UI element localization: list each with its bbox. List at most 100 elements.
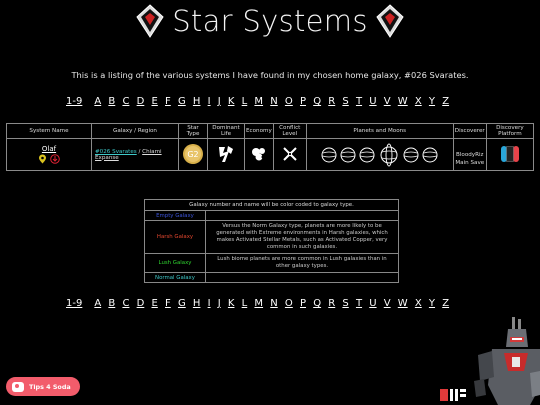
- alpha-link[interactable]: W: [397, 96, 408, 107]
- emblem-icon: [136, 4, 164, 38]
- planet-icon: [340, 147, 356, 162]
- galaxy-legend: Galaxy number and name will be color cod…: [144, 199, 399, 283]
- alpha-link[interactable]: D: [136, 298, 145, 309]
- alpha-link[interactable]: R: [328, 96, 336, 107]
- alpha-link[interactable]: I: [207, 96, 211, 107]
- system-name-link[interactable]: Olaf: [41, 145, 57, 153]
- galaxy-link[interactable]: #026 Svarates: [95, 148, 137, 155]
- alpha-link[interactable]: Q: [313, 298, 322, 309]
- alpha-link[interactable]: C: [122, 96, 130, 107]
- discoverer-name: BloodyRiz Main Save: [455, 151, 485, 166]
- planet-icon: [321, 147, 337, 162]
- legend-row: Normal Galaxy: [145, 273, 398, 282]
- alpha-link[interactable]: P: [299, 96, 307, 107]
- alpha-link[interactable]: S: [342, 298, 349, 309]
- legend-name: Normal Galaxy: [145, 273, 206, 282]
- download-icon[interactable]: [50, 154, 60, 164]
- alpha-link[interactable]: G: [177, 298, 186, 309]
- alpha-link[interactable]: A: [94, 96, 102, 107]
- alpha-link[interactable]: L: [241, 298, 248, 309]
- alpha-nav-bottom: 1-9 A B C D E F G H I J K L M N O P Q R …: [66, 298, 486, 309]
- alpha-link[interactable]: B: [108, 96, 116, 107]
- alpha-link[interactable]: I: [207, 298, 211, 309]
- legend-name: Lush Galaxy: [145, 254, 206, 272]
- alpha-link[interactable]: J: [217, 96, 221, 107]
- alpha-link[interactable]: K: [227, 96, 235, 107]
- alpha-link[interactable]: T: [355, 96, 363, 107]
- gek-life-icon: [219, 145, 233, 162]
- alpha-link[interactable]: A: [94, 298, 102, 309]
- alpha-link[interactable]: C: [122, 298, 130, 309]
- alpha-link[interactable]: E: [151, 298, 158, 309]
- star-type-label: G2: [187, 150, 198, 159]
- intro-text: This is a listing of the various systems…: [71, 70, 469, 80]
- location-pin-icon[interactable]: [38, 154, 47, 164]
- alpha-link[interactable]: Z: [442, 298, 450, 309]
- alpha-link[interactable]: Z: [442, 96, 450, 107]
- col-header: Planets and Moons: [305, 123, 454, 139]
- col-header: Galaxy / Region: [91, 123, 179, 139]
- alpha-link[interactable]: F: [165, 96, 171, 107]
- alpha-link[interactable]: S: [342, 96, 349, 107]
- alpha-link[interactable]: N: [270, 298, 278, 309]
- alpha-link[interactable]: J: [217, 298, 221, 309]
- alpha-link[interactable]: W: [397, 298, 408, 309]
- alpha-nav-top: 1-9 A B C D E F G H I J K L M N O P Q R …: [66, 96, 486, 107]
- alpha-link[interactable]: Y: [428, 96, 436, 107]
- platform-cell: [485, 138, 535, 171]
- col-header: Dominant Life: [207, 123, 245, 139]
- alpha-link[interactable]: M: [254, 96, 264, 107]
- region-link[interactable]: Chiami Expanse: [95, 148, 162, 161]
- ringed-planet-icon: [380, 143, 398, 166]
- alpha-link[interactable]: Q: [313, 96, 322, 107]
- conflict-icon: [283, 146, 297, 161]
- brand-logo-icon: [440, 389, 466, 401]
- table-row: Olaf #026 Svarates / Chiami Expanse G2: [6, 138, 535, 171]
- alpha-link[interactable]: E: [151, 96, 158, 107]
- soda-cup-icon: [12, 381, 24, 392]
- alpha-link[interactable]: U: [369, 96, 377, 107]
- alpha-link[interactable]: D: [136, 96, 145, 107]
- alpha-link[interactable]: M: [254, 298, 264, 309]
- alpha-link[interactable]: F: [165, 298, 171, 309]
- legend-name: Empty Galaxy: [145, 211, 206, 220]
- life-cell: [207, 138, 245, 171]
- alpha-link[interactable]: V: [383, 298, 391, 309]
- systems-table: System Name Galaxy / Region Star Type Do…: [6, 123, 535, 171]
- alpha-link[interactable]: B: [108, 298, 116, 309]
- alpha-link[interactable]: O: [284, 96, 293, 107]
- alpha-link[interactable]: O: [284, 298, 293, 309]
- legend-desc: [206, 211, 398, 220]
- legend-name: Harsh Galaxy: [145, 221, 206, 253]
- alpha-link[interactable]: R: [328, 298, 336, 309]
- alpha-link[interactable]: G: [177, 96, 186, 107]
- alpha-link[interactable]: K: [227, 298, 235, 309]
- alpha-link[interactable]: V: [383, 96, 391, 107]
- alpha-link[interactable]: X: [414, 96, 422, 107]
- alpha-link[interactable]: H: [192, 96, 201, 107]
- galaxy-separator: /: [136, 148, 143, 155]
- robot-character-icon: [474, 317, 540, 405]
- alpha-link[interactable]: T: [355, 298, 363, 309]
- alpha-link[interactable]: P: [299, 298, 307, 309]
- tips-button[interactable]: Tips 4 Soda: [6, 377, 80, 396]
- discoverer-cell: BloodyRiz Main Save: [452, 138, 487, 171]
- star-g2-icon: G2: [183, 143, 203, 164]
- col-header: Discovery Platform: [485, 123, 535, 139]
- conflict-cell: [272, 138, 307, 171]
- col-header: Conflict Level: [272, 123, 307, 139]
- system-cell: Olaf: [6, 138, 92, 171]
- alpha-link[interactable]: H: [192, 298, 201, 309]
- alpha-link[interactable]: 1-9: [66, 298, 83, 309]
- alpha-link[interactable]: L: [241, 96, 248, 107]
- alpha-link[interactable]: X: [414, 298, 422, 309]
- alpha-link[interactable]: N: [270, 96, 278, 107]
- legend-row: Harsh Galaxy Versus the Norm Galaxy type…: [145, 221, 398, 254]
- planet-icon: [422, 147, 438, 162]
- alpha-link[interactable]: 1-9: [66, 96, 83, 107]
- switch-icon: [500, 145, 519, 162]
- table-header-row: System Name Galaxy / Region Star Type Do…: [6, 123, 535, 139]
- planet-icon: [359, 147, 375, 162]
- alpha-link[interactable]: U: [369, 298, 377, 309]
- alpha-link[interactable]: Y: [428, 298, 436, 309]
